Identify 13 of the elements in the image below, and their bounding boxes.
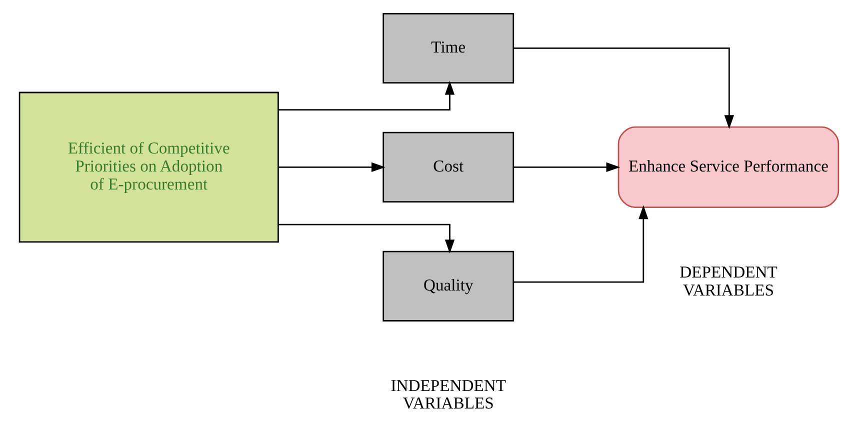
arrow: [278, 224, 455, 254]
arrow: [278, 162, 386, 172]
arrow: [514, 205, 648, 283]
node-box: Enhance Service Performance: [618, 126, 840, 208]
label: DEPENDENT VARIABLES: [680, 262, 778, 300]
node-box: Efficient of Competitive Priorities on Adoption of E-procurement: [18, 92, 279, 243]
node-box: Time: [382, 12, 514, 84]
arrow: [514, 162, 620, 172]
node-box: Quality: [382, 250, 514, 322]
arrow: [514, 48, 734, 130]
arrow: [278, 80, 455, 110]
node-box: Cost: [382, 132, 514, 202]
label: INDEPENDENT VARIABLES: [390, 376, 506, 413]
